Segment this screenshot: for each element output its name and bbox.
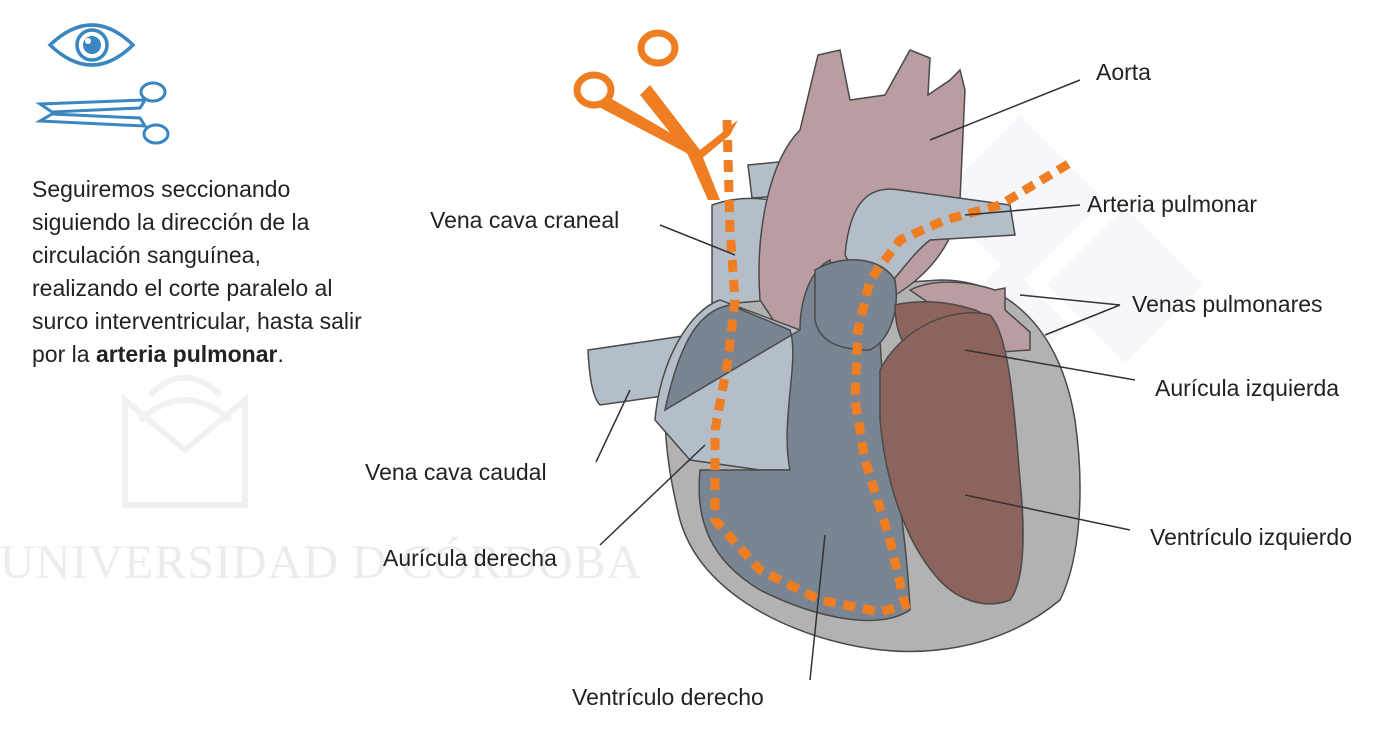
label-ventriculo-izquierdo: Ventrículo izquierdo xyxy=(1150,524,1352,550)
label-ventriculo-derecho: Ventrículo derecho xyxy=(572,684,764,710)
scissors-icon xyxy=(34,81,170,145)
label-vena-cava-caudal: Vena cava caudal xyxy=(365,459,547,485)
label-auricula-derecha: Aurícula derecha xyxy=(383,545,557,571)
watermark-text: UNIVERSIDAD D CÓRDOBA xyxy=(0,535,642,589)
label-venas-pulmonares: Venas pulmonares xyxy=(1132,291,1323,317)
university-logo-watermark xyxy=(122,374,248,508)
instruction-text-end: . xyxy=(277,341,284,367)
orange-scissors-icon xyxy=(573,29,738,200)
label-aorta: Aorta xyxy=(1096,59,1151,85)
leader-lines xyxy=(595,79,1136,681)
instruction-text-main: Seguiremos seccionando siguiendo la dire… xyxy=(32,176,362,367)
label-auricula-izquierda: Aurícula izquierda xyxy=(1155,375,1339,401)
instruction-text-bold: arteria pulmonar xyxy=(95,341,278,367)
label-vena-cava-craneal: Vena cava craneal xyxy=(430,207,619,233)
instruction-text: Seguiremos seccionando siguiendo la dire… xyxy=(32,173,372,371)
cut-line xyxy=(710,119,1078,617)
label-arteria-pulmonar: Arteria pulmonar xyxy=(1087,191,1257,217)
ventriculo-izquierdo xyxy=(879,312,1024,605)
heart-illustration xyxy=(587,49,1081,653)
eye-icon xyxy=(47,23,136,67)
